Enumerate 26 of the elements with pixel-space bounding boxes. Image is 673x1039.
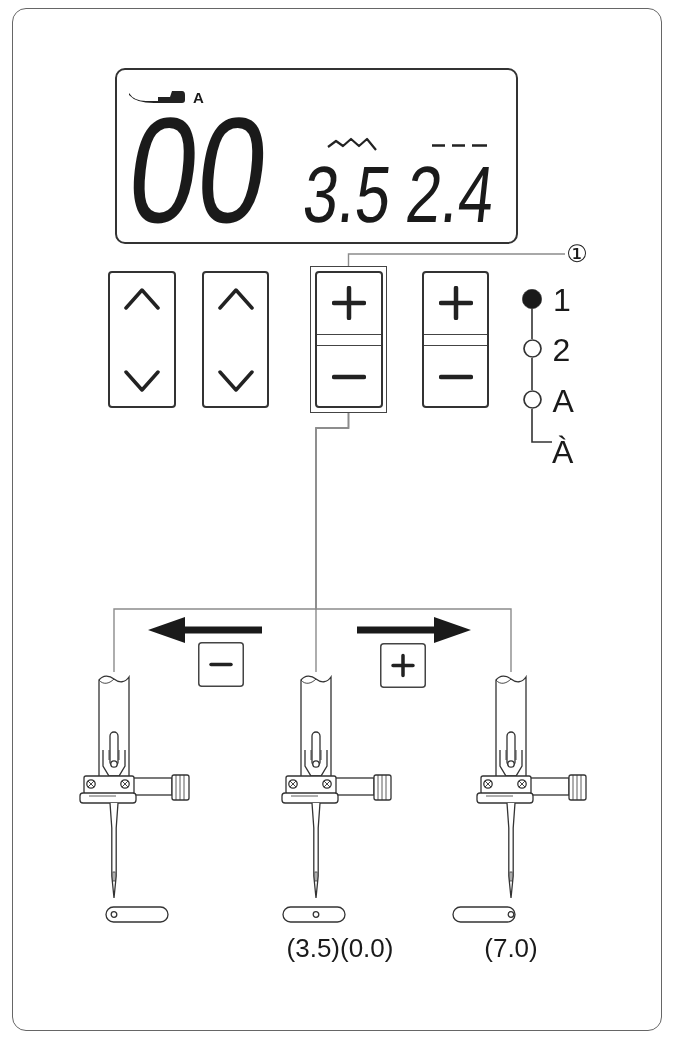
needle-drawing — [451, 672, 587, 924]
open-dot-icon — [522, 390, 542, 409]
position-value: (3.5)(0.0) — [286, 933, 394, 965]
needle-drawing — [280, 672, 392, 924]
lcd-digits: 00 — [123, 110, 274, 230]
mode-label: À — [552, 433, 574, 472]
indicator-line — [531, 408, 553, 443]
open-dot-icon — [522, 339, 542, 358]
stitch-width-value: 3.5 — [300, 163, 395, 227]
connector-line — [315, 412, 512, 673]
plus-minus-button — [422, 271, 489, 408]
up-down-button — [202, 271, 269, 408]
needle-drawing — [78, 672, 190, 924]
mode-label: A — [552, 381, 574, 420]
lcd-display — [115, 68, 518, 244]
indicator-line — [531, 357, 533, 391]
filled-dot-icon — [522, 288, 542, 309]
stitch-length-value: 2.4 — [403, 163, 498, 227]
position-value: (7.0) — [484, 933, 538, 965]
up-down-button — [108, 271, 176, 408]
callout-number: ① — [565, 242, 589, 266]
leader-line — [347, 253, 566, 267]
indicator-line — [531, 307, 533, 340]
mode-label: 1 — [553, 280, 571, 319]
lcd-label: A — [193, 90, 204, 105]
mode-label: 2 — [552, 330, 571, 369]
